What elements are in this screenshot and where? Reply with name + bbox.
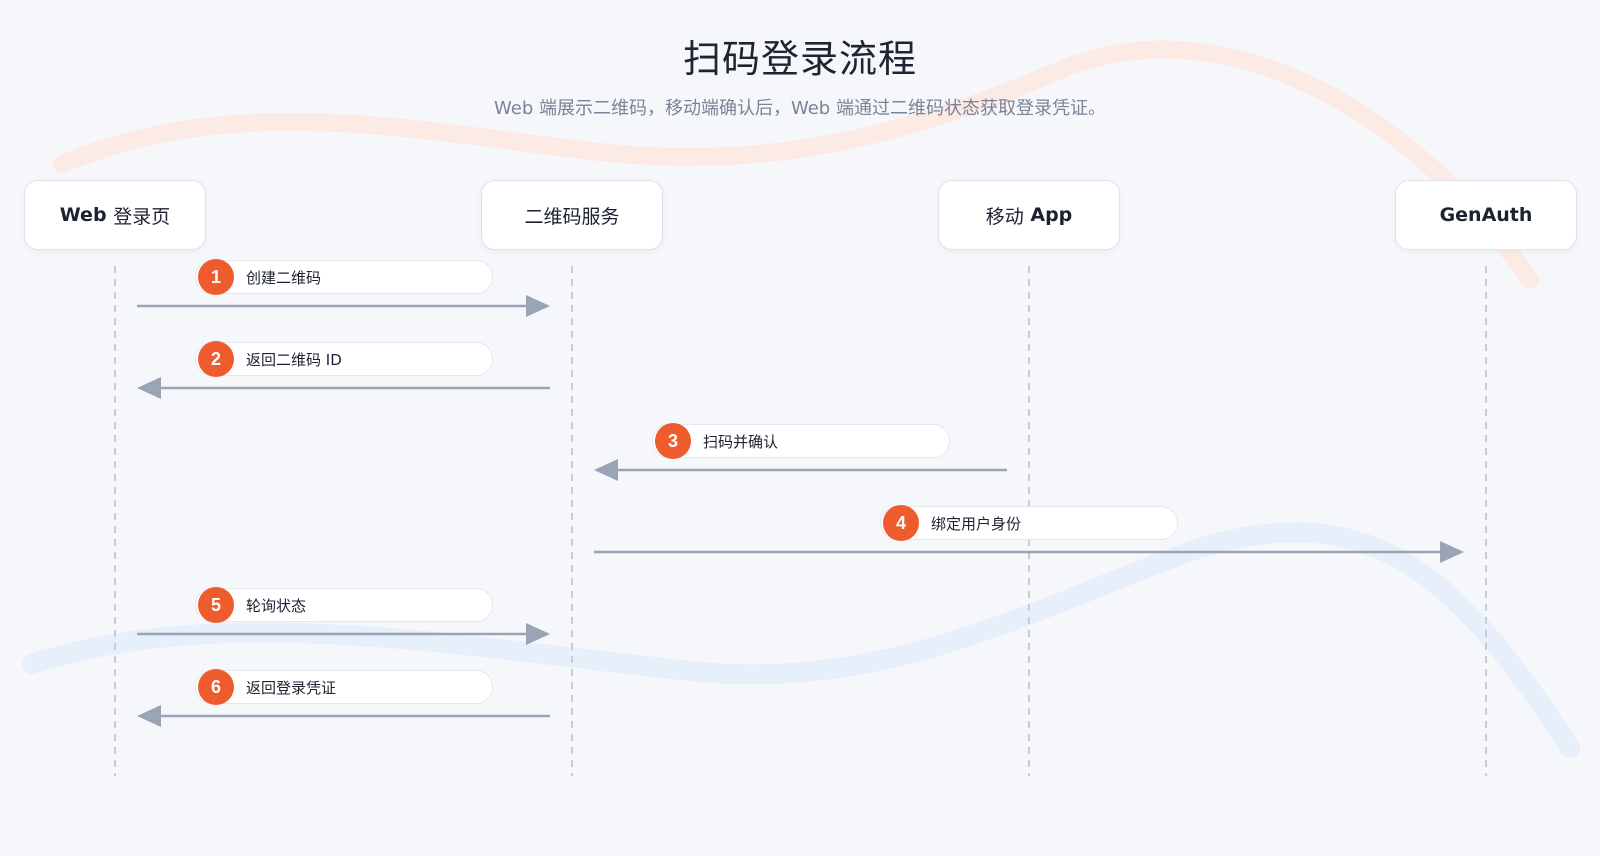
actor-label-latin: Web [59, 204, 107, 226]
message-text: 返回二维码 ID [246, 351, 342, 369]
step-number-badge: 6 [198, 669, 234, 705]
step-number-badge: 4 [883, 505, 919, 541]
message-label-2: 2 返回二维码 ID [195, 341, 493, 377]
actor-label-cjk: 二维码服务 [524, 205, 620, 228]
message-arrowhead-3 [594, 459, 618, 481]
actor-label-latin: App [1030, 204, 1073, 226]
message-label-1: 1 创建二维码 [195, 259, 493, 295]
message-text: 轮询状态 [246, 597, 307, 615]
step-number-badge: 2 [198, 341, 234, 377]
message-text: 返回登录凭证 [246, 679, 337, 697]
message-arrowhead-6 [137, 705, 161, 727]
actor-qr-service: 二维码服务 [481, 180, 663, 250]
message-arrowhead-1 [526, 295, 550, 317]
message-text: 创建二维码 [246, 269, 322, 287]
actor-web-login: Web 登录页 [24, 180, 206, 250]
page-subtitle: Web 端展示二维码，移动端确认后，Web 端通过二维码状态获取登录凭证。 [494, 98, 1106, 119]
actor-mobile-app: 移动 App [938, 180, 1120, 250]
message-text: 扫码并确认 [703, 433, 779, 451]
actor-genauth: GenAuth [1395, 180, 1577, 250]
step-number-badge: 3 [655, 423, 691, 459]
message-arrowhead-5 [526, 623, 550, 645]
message-label-4: 4 绑定用户身份 [880, 505, 1178, 541]
message-label-5: 5 轮询状态 [195, 587, 493, 623]
actor-label-cjk: 移动 [985, 205, 1024, 228]
message-arrowhead-2 [137, 377, 161, 399]
step-number-badge: 1 [198, 259, 234, 295]
actor-label-cjk: 登录页 [113, 205, 171, 228]
page-title: 扫码登录流程 [682, 37, 917, 81]
message-arrowhead-4 [1440, 541, 1464, 563]
message-text: 绑定用户身份 [931, 515, 1022, 533]
actor-label-latin: GenAuth [1439, 204, 1533, 226]
step-number-badge: 5 [198, 587, 234, 623]
message-label-3: 3 扫码并确认 [652, 423, 950, 459]
message-label-6: 6 返回登录凭证 [195, 669, 493, 705]
